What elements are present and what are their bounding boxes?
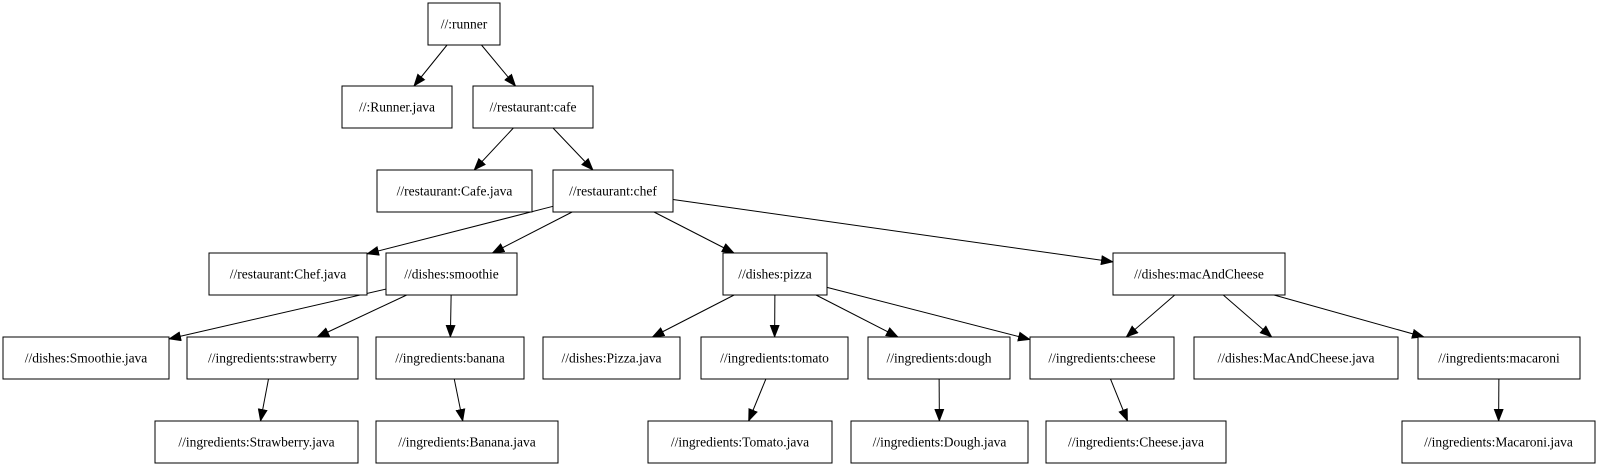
- node-box-cheese: [1029, 336, 1175, 380]
- edges-layer: [168, 44, 1504, 422]
- node-box-smoothie_java: [2, 336, 170, 380]
- edge-macandcheese-to-cheese: [1125, 294, 1176, 338]
- edge-banana-to-banana_java: [453, 378, 466, 422]
- node-box-macandcheese_java: [1193, 336, 1399, 380]
- node-label-macandcheese_java: //dishes:MacAndCheese.java: [1217, 351, 1374, 366]
- node-box-strawberry: [186, 336, 359, 380]
- node-box-runner: [427, 2, 501, 46]
- edge-runner-to-runner_java: [413, 44, 448, 87]
- node-chef: //restaurant:chef: [552, 169, 674, 213]
- edge-cafe-to-cafe_java: [473, 127, 514, 171]
- edge-smoothie-to-banana: [445, 294, 456, 338]
- node-label-pizza: //dishes:pizza: [738, 267, 811, 282]
- node-label-runner_java: //:Runner.java: [359, 100, 435, 115]
- node-box-banana: [375, 336, 525, 380]
- node-cheese_java: //ingredients:Cheese.java: [1045, 420, 1227, 464]
- edge-chef-to-pizza: [653, 211, 735, 254]
- node-box-banana_java: [375, 420, 559, 464]
- node-box-tomato_java: [647, 420, 833, 464]
- node-label-banana_java: //ingredients:Banana.java: [398, 435, 536, 450]
- node-dough_java: //ingredients:Dough.java: [850, 420, 1029, 464]
- node-cafe: //restaurant:cafe: [472, 85, 594, 129]
- node-label-tomato_java: //ingredients:Tomato.java: [671, 435, 809, 450]
- node-tomato: //ingredients:tomato: [700, 336, 849, 380]
- edge-cheese-to-cheese_java: [1110, 378, 1128, 422]
- node-label-dough: //ingredients:dough: [887, 351, 992, 366]
- node-macandcheese: //dishes:macAndCheese: [1112, 252, 1286, 296]
- node-label-strawberry: //ingredients:strawberry: [208, 351, 337, 366]
- node-cafe_java: //restaurant:Cafe.java: [376, 169, 533, 213]
- node-banana_java: //ingredients:Banana.java: [375, 420, 559, 464]
- node-label-macaroni_java: //ingredients:Macaroni.java: [1424, 435, 1573, 450]
- node-box-runner_java: [341, 85, 453, 129]
- node-label-dough_java: //ingredients:Dough.java: [873, 435, 1007, 450]
- node-box-macaroni_java: [1401, 420, 1596, 464]
- node-banana: //ingredients:banana: [375, 336, 525, 380]
- node-pizza_java: //dishes:Pizza.java: [542, 336, 681, 380]
- node-smoothie_java: //dishes:Smoothie.java: [2, 336, 170, 380]
- node-label-cafe: //restaurant:cafe: [490, 100, 577, 115]
- node-strawberry: //ingredients:strawberry: [186, 336, 359, 380]
- edge-pizza-to-cheese: [826, 286, 1031, 342]
- node-label-cheese: //ingredients:cheese: [1048, 351, 1155, 366]
- node-tomato_java: //ingredients:Tomato.java: [647, 420, 833, 464]
- edge-strawberry-to-strawberry_java: [257, 378, 269, 422]
- node-box-dough_java: [850, 420, 1029, 464]
- node-box-pizza_java: [542, 336, 681, 380]
- edge-pizza-to-pizza_java: [651, 294, 735, 338]
- node-label-pizza_java: //dishes:Pizza.java: [561, 351, 661, 366]
- edge-tomato-to-tomato_java: [748, 378, 767, 422]
- node-runner: //:runner: [427, 2, 501, 46]
- node-box-tomato: [700, 336, 849, 380]
- node-label-chef_java: //restaurant:Chef.java: [230, 267, 347, 282]
- node-label-chef: //restaurant:chef: [569, 184, 657, 199]
- edge-chef-to-macandcheese: [672, 199, 1114, 266]
- node-pizza: //dishes:pizza: [722, 252, 828, 296]
- node-label-strawberry_java: //ingredients:Strawberry.java: [178, 435, 334, 450]
- node-smoothie: //dishes:smoothie: [385, 252, 518, 296]
- node-strawberry_java: //ingredients:Strawberry.java: [154, 420, 359, 464]
- node-label-runner: //:runner: [441, 17, 488, 32]
- node-label-cheese_java: //ingredients:Cheese.java: [1068, 435, 1204, 450]
- node-box-cheese_java: [1045, 420, 1227, 464]
- node-box-dough: [867, 336, 1011, 380]
- edge-macandcheese-to-macaroni: [1273, 294, 1425, 339]
- node-macaroni_java: //ingredients:Macaroni.java: [1401, 420, 1596, 464]
- node-box-strawberry_java: [154, 420, 359, 464]
- node-runner_java: //:Runner.java: [341, 85, 453, 129]
- node-macaroni: //ingredients:macaroni: [1417, 336, 1581, 380]
- node-label-smoothie: //dishes:smoothie: [404, 267, 499, 282]
- node-label-banana: //ingredients:banana: [395, 351, 504, 366]
- edge-cafe-to-chef: [552, 127, 594, 171]
- node-label-macandcheese: //dishes:macAndCheese: [1134, 267, 1264, 282]
- node-label-tomato: //ingredients:tomato: [720, 351, 829, 366]
- node-dough: //ingredients:dough: [867, 336, 1011, 380]
- edge-chef-to-smoothie: [491, 211, 573, 254]
- node-box-smoothie: [385, 252, 518, 296]
- edge-chef-to-chef_java: [366, 205, 554, 256]
- node-box-chef: [552, 169, 674, 213]
- node-box-pizza: [722, 252, 828, 296]
- node-box-cafe_java: [376, 169, 533, 213]
- node-box-macaroni: [1417, 336, 1581, 380]
- node-label-smoothie_java: //dishes:Smoothie.java: [25, 351, 148, 366]
- node-box-chef_java: [208, 252, 368, 296]
- node-macandcheese_java: //dishes:MacAndCheese.java: [1193, 336, 1399, 380]
- edge-runner-to-cafe: [481, 44, 517, 87]
- node-box-cafe: [472, 85, 594, 129]
- node-box-macandcheese: [1112, 252, 1286, 296]
- node-label-cafe_java: //restaurant:Cafe.java: [397, 184, 513, 199]
- edge-smoothie-to-smoothie_java: [168, 288, 387, 342]
- node-chef_java: //restaurant:Chef.java: [208, 252, 368, 296]
- node-cheese: //ingredients:cheese: [1029, 336, 1175, 380]
- edge-pizza-to-dough: [815, 294, 899, 338]
- edge-macandcheese-to-macandcheese_java: [1222, 294, 1273, 338]
- edge-smoothie-to-strawberry: [316, 294, 407, 338]
- node-label-macaroni: //ingredients:macaroni: [1438, 351, 1560, 366]
